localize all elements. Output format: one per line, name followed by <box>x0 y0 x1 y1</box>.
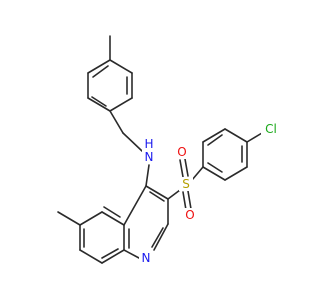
bond <box>79 249 103 264</box>
amine-hydrogen-label: H <box>142 137 156 151</box>
oxygen-top-label: O <box>175 145 189 159</box>
label-backdrop <box>175 145 189 159</box>
bond <box>101 249 125 264</box>
bond <box>91 96 107 107</box>
chlorine-atom: Cl <box>265 122 277 136</box>
bond <box>87 97 111 112</box>
bond <box>145 164 150 187</box>
bond <box>167 189 181 200</box>
bond <box>57 211 81 226</box>
bond <box>109 97 133 112</box>
nitrogen-atom: N <box>142 251 151 265</box>
sulfur-atom: S <box>182 177 190 191</box>
label-backdrop <box>179 177 193 191</box>
bond <box>207 162 223 173</box>
bond <box>149 191 165 202</box>
bond <box>123 249 140 259</box>
bond <box>224 166 248 181</box>
bond <box>92 65 109 78</box>
bond-layer <box>57 35 263 264</box>
label-backdrop <box>261 122 281 136</box>
oxygen-atom: O <box>177 145 186 159</box>
bond <box>182 191 187 211</box>
bond <box>202 128 226 143</box>
bond <box>191 166 204 181</box>
chlorine-label: Cl <box>261 122 281 136</box>
bond <box>187 190 192 210</box>
bond <box>79 211 103 226</box>
atom-label-layer: N H N S O O Cl <box>139 122 281 265</box>
bond <box>109 110 124 134</box>
bond <box>202 166 226 181</box>
label-backdrop <box>142 150 156 164</box>
molecule-diagram: N H N S O O Cl <box>57 35 281 265</box>
bond <box>179 159 184 178</box>
bond <box>224 128 248 143</box>
label-backdrop <box>142 137 156 150</box>
sulfur-label: S <box>179 177 193 191</box>
bond <box>123 185 147 226</box>
structure-canvas: N H N S O O Cl <box>57 35 281 265</box>
bond <box>153 223 169 251</box>
amine-nitrogen-label: N <box>142 150 156 164</box>
label-backdrop <box>139 251 153 265</box>
bond <box>87 59 111 74</box>
bond <box>122 132 143 152</box>
oxygen-atom: O <box>185 208 194 222</box>
bond <box>109 59 133 74</box>
ring-nitrogen-label: N <box>139 251 153 265</box>
hydrogen-atom: H <box>144 137 153 151</box>
bond <box>207 134 223 146</box>
nitrogen-atom: N <box>145 150 154 164</box>
bond <box>151 227 164 248</box>
bond <box>101 248 119 259</box>
label-backdrop <box>183 208 197 222</box>
bond <box>103 206 121 218</box>
bond <box>184 158 189 177</box>
bond <box>145 185 169 200</box>
bond <box>246 132 263 143</box>
oxygen-bottom-label: O <box>183 208 197 222</box>
bond <box>101 211 125 226</box>
